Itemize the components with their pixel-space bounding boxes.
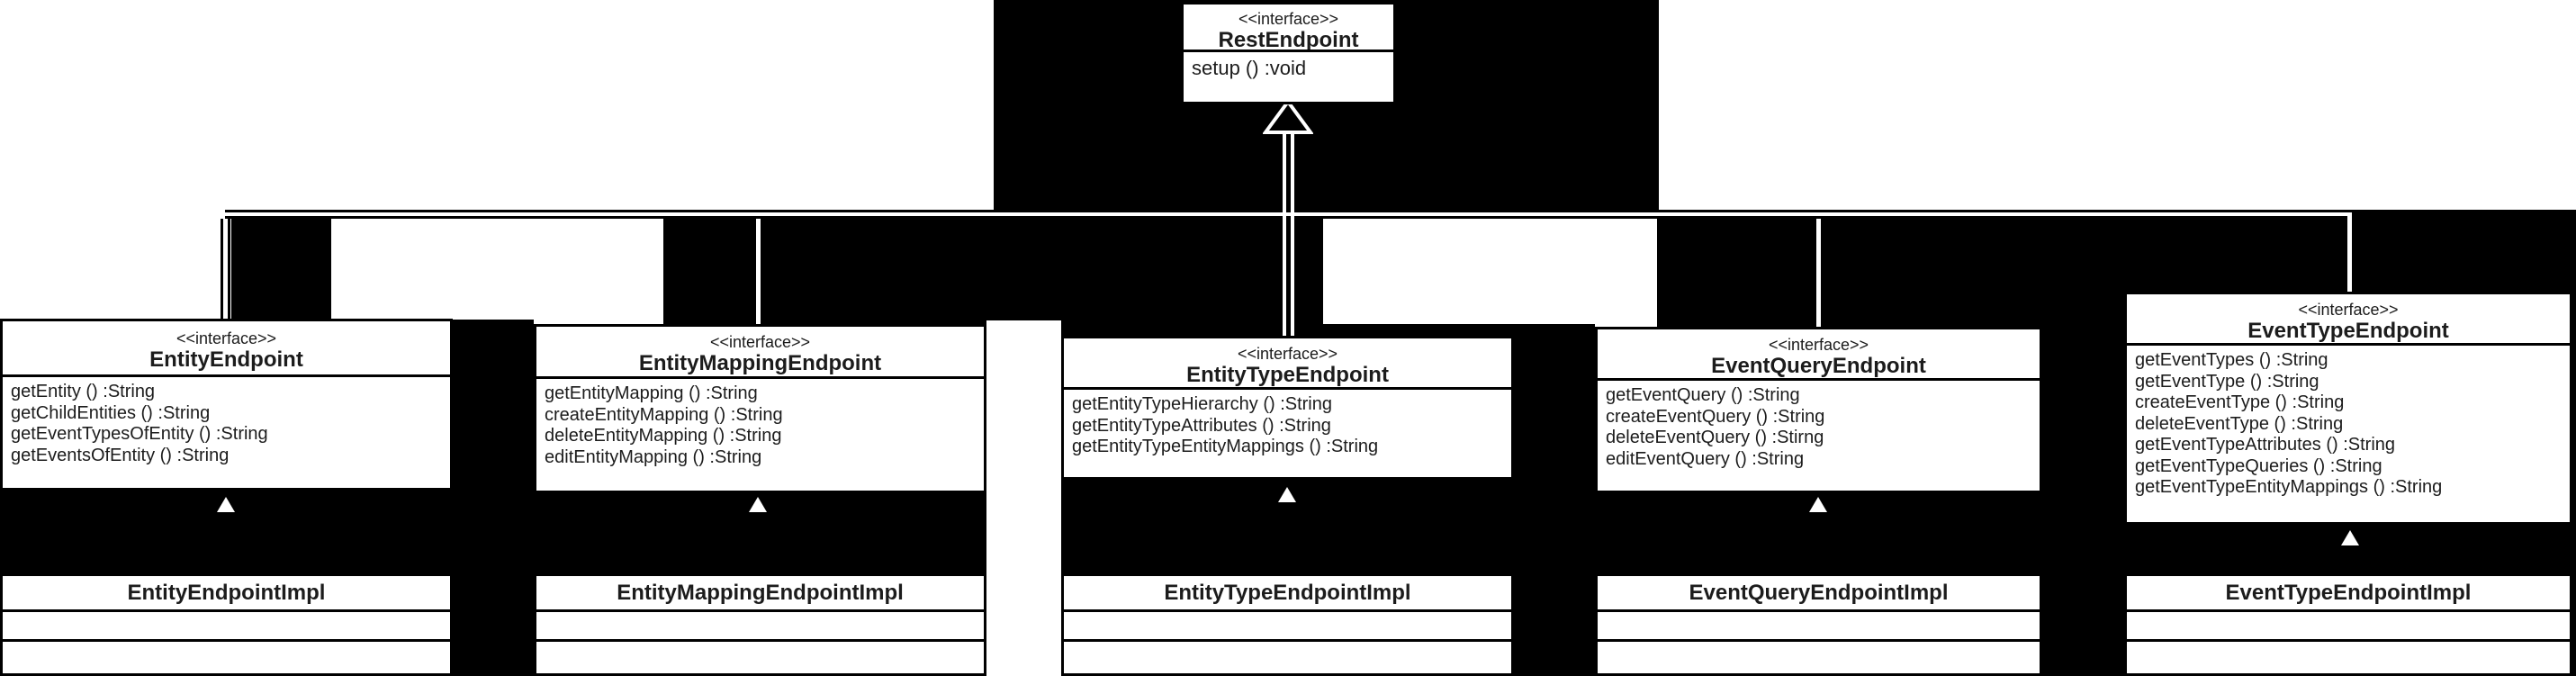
method-entry: getEventType () :String (2135, 371, 2319, 392)
class-name: EntityMappingEndpointImpl (617, 581, 904, 605)
class-box-eventtypeendpointimpl: EventTypeEndpointImpl (2124, 573, 2572, 676)
background-region-gap-1 (453, 320, 534, 676)
connector-entityendpoint (221, 219, 230, 320)
class-box-restendpoint: <<interface>> RestEndpoint setup () :voi… (1181, 2, 1396, 104)
class-header: <<interface>> EntityMappingEndpoint (536, 327, 984, 379)
connector-eventtypeendpoint (2347, 213, 2352, 292)
method-entry: createEventQuery () :String (1606, 406, 1825, 427)
method-entry: getChildEntities () :String (11, 402, 211, 423)
class-box-entitymappingendpoint: <<interface>> EntityMappingEndpoint getE… (534, 324, 986, 493)
stereotype-label: <<interface>> (2298, 301, 2399, 319)
attributes-compartment (2127, 612, 2570, 642)
class-header: <<interface>> EventTypeEndpoint (2127, 294, 2570, 346)
method-entry: getEventsOfEntity () :String (11, 445, 230, 465)
class-header: EntityTypeEndpointImpl (1064, 576, 1511, 612)
method-entry: getEntityTypeEntityMappings () :String (1072, 437, 1379, 456)
class-header: <<interface>> EntityTypeEndpoint (1064, 338, 1511, 390)
method-entry: deleteEventQuery () :Stirng (1606, 428, 1824, 447)
realization-arrowhead-icon-4 (1809, 497, 1827, 512)
class-box-entityendpoint: <<interface>> EntityEndpoint getEntity (… (0, 319, 453, 491)
method-entry: deleteEventType () :String (2135, 413, 2344, 434)
method-entry: getEntityTypeHierarchy () :String (1072, 394, 1332, 414)
class-name: EventTypeEndpointImpl (2225, 581, 2472, 605)
stereotype-label: <<interface>> (176, 329, 277, 347)
background-region-gap-3 (1514, 324, 1595, 676)
method-entry: getEventTypes () :String (2135, 350, 2328, 370)
attributes-compartment (536, 612, 984, 642)
method-entry: createEntityMapping () :String (545, 404, 783, 425)
class-header: <<interface>> EntityEndpoint (3, 321, 450, 377)
class-box-entitytypeendpointimpl: EntityTypeEndpointImpl (1061, 573, 1514, 676)
attributes-compartment (3, 612, 450, 642)
background-region-mid-4 (1657, 216, 2121, 327)
class-box-entityendpointimpl: EntityEndpointImpl (0, 573, 453, 676)
class-header: EntityMappingEndpointImpl (536, 576, 984, 612)
background-region-gap-4 (2042, 327, 2121, 676)
method-entry: getEventTypesOfEntity () :String (11, 424, 268, 444)
class-header: EventQueryEndpointImpl (1598, 576, 2040, 612)
method-list: setup () :void (1184, 52, 1393, 80)
class-name: EntityMappingEndpoint (638, 351, 882, 375)
method-entry: editEntityMapping () :String (545, 446, 762, 467)
background-region-mid-3 (1323, 324, 1514, 337)
class-name: RestEndpoint (1218, 28, 1359, 52)
generalization-bus-line (225, 210, 2352, 219)
class-box-eventtypeendpoint: <<interface>> EventTypeEndpoint getEvent… (2124, 292, 2572, 525)
stereotype-label: <<interface>> (1237, 345, 1338, 363)
method-entry: getEventTypeEntityMappings () :String (2135, 477, 2443, 497)
class-header: EventTypeEndpointImpl (2127, 576, 2570, 612)
realization-arrowhead-icon-1 (217, 497, 235, 512)
realization-arrowhead-icon-2 (749, 497, 767, 512)
class-name: EntityTypeEndpoint (1186, 363, 1389, 387)
connector-eventqueryendpoint (1816, 219, 1821, 327)
class-box-eventqueryendpoint: <<interface>> EventQueryEndpoint getEven… (1595, 327, 2042, 493)
method-entry: deleteEntityMapping () :String (545, 426, 782, 446)
attributes-compartment (1598, 612, 2040, 642)
method-entry: editEventQuery () :String (1606, 448, 1805, 469)
background-region-gap-2-white (986, 320, 1061, 676)
class-name: EventQueryEndpointImpl (1689, 581, 1949, 605)
method-entry: getEntityMapping () :String (545, 383, 758, 403)
stereotype-label: <<interface>> (1238, 10, 1339, 28)
method-entry: getEntity () :String (11, 382, 156, 401)
stereotype-label: <<interface>> (709, 333, 811, 351)
method-entry: getEntityTypeAttributes () :String (1072, 415, 1331, 436)
class-header: <<interface>> RestEndpoint (1184, 5, 1393, 52)
realization-arrowhead-icon-5 (2341, 530, 2359, 545)
stereotype-label: <<interface>> (1768, 336, 1869, 354)
connector-entitymappingendpoint (756, 219, 761, 324)
class-header: <<interface>> EventQueryEndpoint (1598, 329, 2040, 381)
class-name: EntityEndpoint (149, 347, 303, 372)
class-box-entitytypeendpoint: <<interface>> EntityTypeEndpoint getEnti… (1061, 336, 1514, 480)
method-entry: getEventQuery () :String (1606, 385, 1800, 405)
class-box-eventqueryendpointimpl: EventQueryEndpointImpl (1595, 573, 2042, 676)
background-region-mid-1 (231, 216, 331, 320)
class-box-entitymappingendpointimpl: EntityMappingEndpointImpl (534, 573, 986, 676)
method-entry: getEventTypeQueries () :String (2135, 455, 2382, 476)
realization-arrowhead-icon-3 (1278, 487, 1296, 502)
generalization-arrowhead-icon (1263, 100, 1313, 134)
class-name: EntityTypeEndpointImpl (1164, 581, 1411, 605)
background-region-mid-2 (663, 216, 1323, 336)
attributes-compartment (1064, 612, 1511, 642)
class-name: EventQueryEndpoint (1711, 354, 1926, 378)
method-entry: getEventTypeAttributes () :String (2135, 435, 2396, 455)
class-header: EntityEndpointImpl (3, 576, 450, 612)
class-name: EventTypeEndpoint (2247, 319, 2449, 343)
class-name: EntityEndpointImpl (127, 581, 326, 605)
method-entry: createEventType () :String (2135, 392, 2345, 412)
method-entry: setup () :void (1192, 57, 1307, 79)
connector-resthierarchy-shaft (1283, 132, 1294, 336)
